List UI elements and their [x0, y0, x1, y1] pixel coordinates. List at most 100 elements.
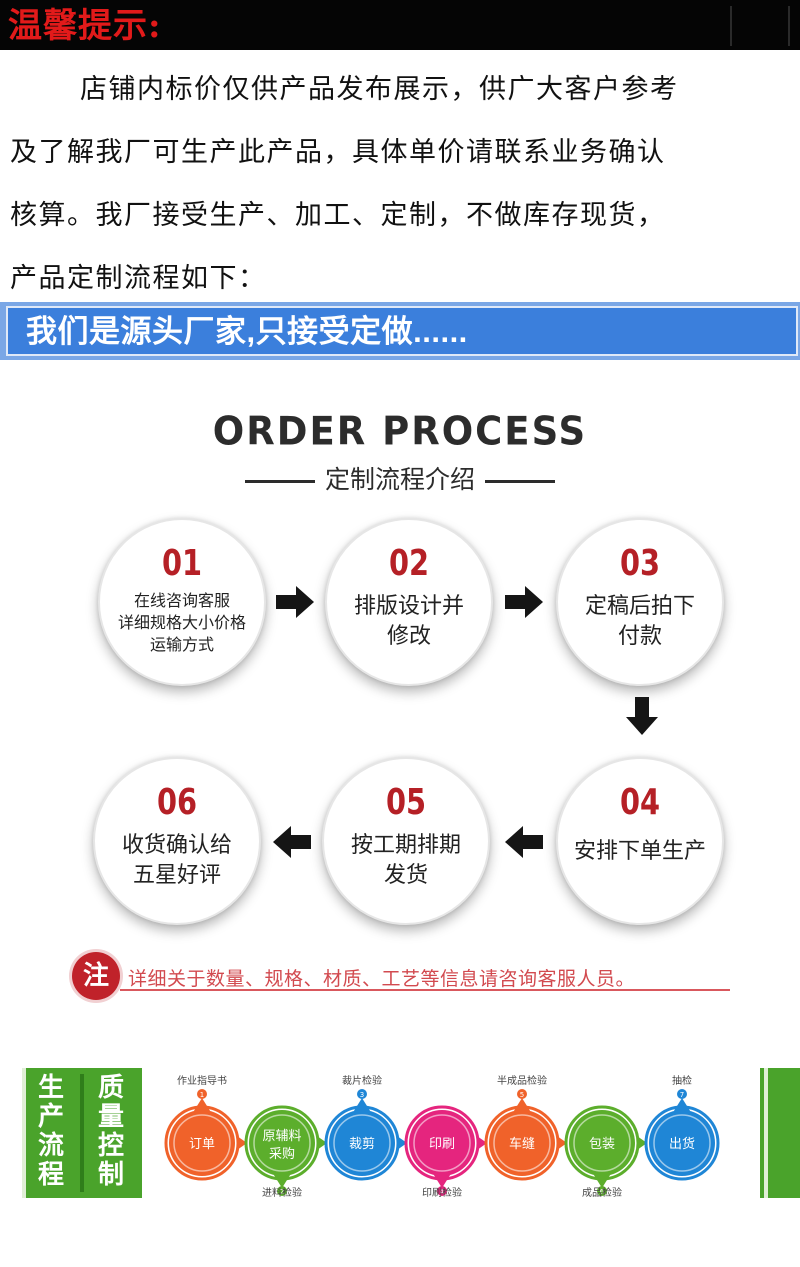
- checkpoint-dot: [197, 1089, 207, 1099]
- stage-label: 订单: [189, 1137, 215, 1152]
- step-03-circle: 03 定稿后拍下 付款: [556, 518, 724, 686]
- stage-pointer: [592, 1172, 612, 1188]
- step-text: 收货确认给 五星好评: [95, 831, 259, 891]
- checkpoint-dot: [677, 1089, 687, 1099]
- notice-line: 核算。我厂接受生产、加工、定制，不做库存现货，: [10, 200, 666, 231]
- note-text: 详细关于数量、规格、材质、工艺等信息请咨询客服人员。: [128, 968, 636, 990]
- production-flow-side-panel: 生 产 流 程 质 量 控 制: [22, 1068, 142, 1198]
- checkpoint-number: 3: [360, 1091, 364, 1099]
- checkpoint-number: 7: [680, 1091, 684, 1099]
- divider-line: [485, 479, 555, 483]
- checkpoint-label: 裁片检验: [342, 1074, 382, 1087]
- checkpoint-label: 成品检验: [582, 1186, 622, 1198]
- checkpoint-dot: [437, 1186, 447, 1196]
- step-number: 01: [161, 543, 203, 584]
- arrow-down-icon: [626, 697, 658, 735]
- checkpoint-number: 1: [200, 1091, 204, 1099]
- stage-inner-ring: [173, 1114, 231, 1172]
- step-number: 06: [156, 782, 198, 823]
- production-flow-right-panel: [760, 1068, 800, 1198]
- stage-disc: [489, 1110, 555, 1176]
- notice-line: 店铺内标价仅供产品发布展示，供广大客户参考: [80, 74, 679, 105]
- header-title: 温馨提示:: [8, 6, 162, 46]
- stage-label: 采购: [269, 1146, 295, 1162]
- stage-label: 裁剪: [349, 1136, 375, 1152]
- stage-inner-ring: [413, 1114, 471, 1172]
- quality-control-char: 制: [97, 1160, 124, 1190]
- stage-connector: [397, 1136, 407, 1150]
- step-text-line: 定稿后拍下: [584, 594, 695, 619]
- step-text: 安排下单生产: [558, 837, 722, 867]
- checkpoint-label: 半成品检验: [497, 1074, 547, 1087]
- source-factory-banner: 我们是源头厂家,只接受定做......: [0, 302, 800, 360]
- header-decoration: [730, 6, 790, 46]
- step-06-circle: 06 收货确认给 五星好评: [93, 757, 261, 925]
- production-flow-diagram: 订单1作业指导书原辅料采购2进料检验裁剪3裁片检验印刷4印刷检验车缝5半成品检验…: [164, 1074, 720, 1198]
- checkpoint-dot: [517, 1089, 527, 1099]
- stage-disc: [249, 1110, 315, 1176]
- checkpoint-dot: [597, 1186, 607, 1196]
- step-01-circle: 01 在线咨询客服 详细规格大小价格 运输方式: [98, 518, 266, 686]
- order-process-subtitle: 定制流程介绍: [324, 465, 475, 494]
- quality-control-label: 质 量 控 制: [96, 1074, 126, 1190]
- note-underline: [120, 989, 730, 991]
- order-process-title: ORDER PROCESS: [212, 408, 588, 455]
- step-text-line: 运输方式: [149, 635, 214, 654]
- checkpoint-label: 印刷检验: [422, 1186, 462, 1198]
- stage-pointer: [192, 1098, 212, 1114]
- step-text: 按工期排期 发货: [324, 831, 488, 891]
- checkpoint-number: 5: [520, 1091, 524, 1099]
- step-text-line: 五星好评: [132, 863, 221, 888]
- stage-pointer: [672, 1098, 692, 1114]
- stage-disc: [329, 1110, 395, 1176]
- stage-inner-ring: [493, 1114, 551, 1172]
- step-text-line: 排版设计并: [353, 594, 464, 619]
- stage-label: 包装: [589, 1137, 615, 1152]
- quality-control-char: 控: [97, 1131, 124, 1161]
- banner-text: 我们是源头厂家,只接受定做......: [26, 314, 468, 349]
- stage-connector: [637, 1136, 647, 1150]
- banner-panel: 我们是源头厂家,只接受定做......: [6, 306, 798, 356]
- stage-inner-ring: [653, 1114, 711, 1172]
- step-05-circle: 05 按工期排期 发货: [322, 757, 490, 925]
- checkpoint-dot: [357, 1089, 367, 1099]
- step-text-line: 安排下单生产: [573, 839, 706, 864]
- step-text: 定稿后拍下 付款: [558, 592, 722, 652]
- note-badge-icon: 注: [72, 952, 120, 1000]
- step-text-line: 收货确认给: [121, 833, 232, 858]
- stage-connector: [317, 1136, 327, 1150]
- stage-disc: [649, 1110, 715, 1176]
- checkpoint-label: 抽检: [672, 1074, 692, 1087]
- order-process-subtitle-row: 定制流程介绍: [0, 460, 800, 496]
- step-text-line: 详细规格大小价格: [117, 613, 246, 632]
- stage-label: 印刷: [429, 1137, 455, 1152]
- step-text-line: 按工期排期: [350, 833, 461, 858]
- checkpoint-dot: [277, 1186, 287, 1196]
- stage-inner-ring: [333, 1114, 391, 1172]
- production-flow-char: 生: [37, 1073, 64, 1103]
- notice-line: 及了解我厂可生产此产品，具体单价请联系业务确认: [10, 137, 666, 168]
- checkpoint-number: 6: [600, 1188, 605, 1196]
- production-flow-char: 流: [37, 1131, 64, 1161]
- step-number: 04: [619, 782, 661, 823]
- stage-label: 出货: [669, 1136, 695, 1152]
- step-02-circle: 02 排版设计并 修改: [325, 518, 493, 686]
- stage-disc: [409, 1110, 475, 1176]
- checkpoint-label: 作业指导书: [177, 1074, 227, 1087]
- divider-line: [244, 479, 315, 483]
- production-flow-char: 程: [37, 1160, 64, 1190]
- step-text-line: 在线咨询客服: [133, 591, 230, 610]
- arrow-left-icon: [273, 826, 311, 858]
- step-text-line: 修改: [386, 624, 431, 649]
- stage-connector: [557, 1136, 567, 1150]
- notice-line: 产品定制流程如下：: [10, 263, 267, 294]
- production-flow-label: 生 产 流 程: [36, 1074, 66, 1190]
- arrow-right-icon: [276, 586, 314, 618]
- stage-pointer: [352, 1098, 372, 1114]
- stage-connector: [477, 1136, 487, 1150]
- step-text-line: 发货: [383, 863, 428, 888]
- stage-disc: [169, 1110, 235, 1176]
- panel-edge: [22, 1068, 26, 1198]
- stage-pointer: [512, 1098, 532, 1114]
- stage-label: 原辅料: [262, 1129, 301, 1144]
